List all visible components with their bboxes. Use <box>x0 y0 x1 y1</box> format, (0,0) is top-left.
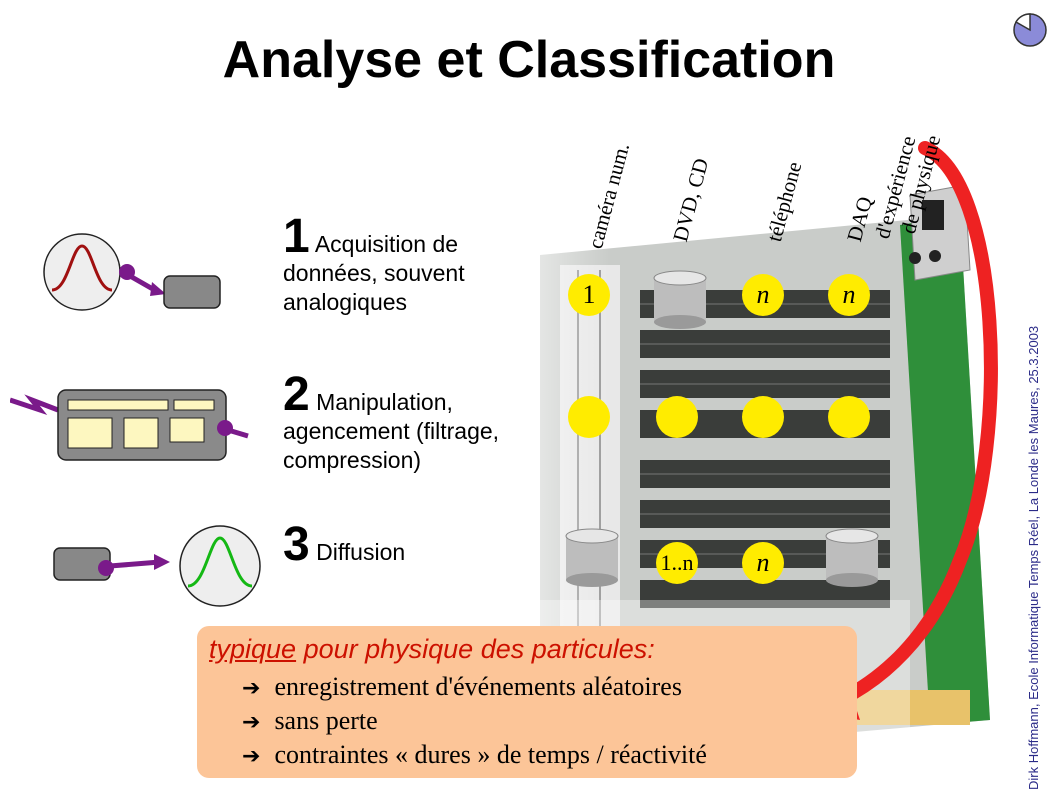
cell-telephone-acquisition: n <box>742 274 784 316</box>
page-title: Analyse et Classification <box>222 31 836 89</box>
note-item-text: sans perte <box>274 706 378 735</box>
step-1-line1: Acquisition de <box>314 231 459 257</box>
note-item: ➔ contraintes « dures » de temps / réacti… <box>242 740 707 770</box>
cell-dvd-diffusion: 1..n <box>656 542 698 584</box>
diffusion-icon <box>53 525 261 607</box>
step-2-line3: compression) <box>283 447 422 473</box>
step-3-line1: Diffusion <box>316 539 406 565</box>
step-2: 2 Manipulation, agencement (filtrage, co… <box>283 371 500 475</box>
arrow-right-icon: ➔ <box>242 710 261 735</box>
note-item: ➔ sans perte <box>242 706 378 736</box>
particle-physics-note: typique pour physique des particules: ➔ e… <box>197 626 857 778</box>
cell-camera-manipulation <box>568 396 610 438</box>
step-1-line2: données, souvent <box>283 260 465 286</box>
cylinder-icon <box>653 270 707 329</box>
note-heading: typique pour physique des particules: <box>209 634 655 665</box>
step-2-line2: agencement (filtrage, <box>283 418 500 444</box>
acquisition-icon <box>43 233 221 311</box>
note-heading-underlined: typique <box>209 634 297 664</box>
cylinder-icon <box>565 528 619 587</box>
step-2-line1: Manipulation, <box>316 389 453 415</box>
arrow-right-icon: ➔ <box>242 744 261 769</box>
step-1: 1 Acquisition de données, souvent analog… <box>283 213 465 317</box>
step-1-number: 1 <box>283 210 310 263</box>
cylinder-icon <box>825 528 879 587</box>
step-2-number: 2 <box>283 368 310 421</box>
note-item: ➔ enregistrement d'événements aléatoires <box>242 672 682 702</box>
arrow-right-icon: ➔ <box>242 676 261 701</box>
note-item-text: contraintes « dures » de temps / réactiv… <box>274 740 707 769</box>
cell-telephone-manipulation <box>742 396 784 438</box>
cell-dvd-manipulation <box>656 396 698 438</box>
step-3-number: 3 <box>283 518 310 571</box>
cell-telephone-diffusion: n <box>742 542 784 584</box>
cell-daq-acquisition: n <box>828 274 870 316</box>
step-1-line3: analogiques <box>283 289 408 315</box>
processing-icon <box>10 389 249 461</box>
note-item-text: enregistrement d'événements aléatoires <box>274 672 682 701</box>
cell-camera-acquisition: 1 <box>568 274 610 316</box>
cell-daq-manipulation <box>828 396 870 438</box>
pie-chart-icon <box>1013 13 1047 47</box>
step-3: 3 Diffusion <box>283 521 406 569</box>
note-heading-rest: pour physique des particules: <box>296 634 655 664</box>
